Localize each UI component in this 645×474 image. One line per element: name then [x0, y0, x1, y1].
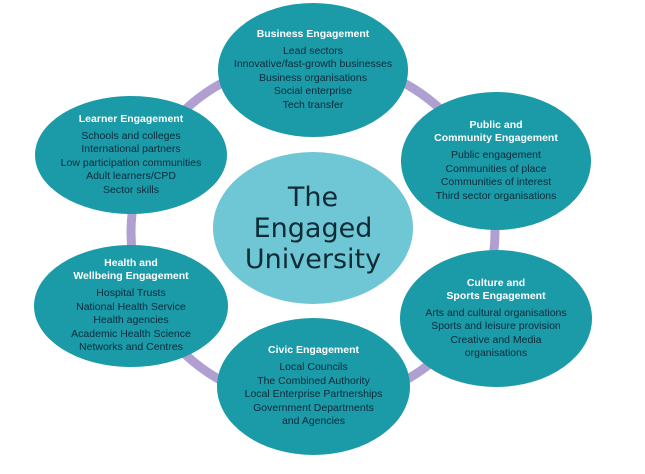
node-item: Public engagement: [451, 149, 541, 161]
node-title-line: Culture and: [466, 276, 526, 289]
node-title-line: Wellbeing Engagement: [73, 270, 189, 283]
node-item: Local Enterprise Partnerships: [244, 388, 383, 401]
node-item: Communities of interest: [440, 176, 552, 188]
node-item: Lead sectors: [282, 44, 344, 57]
node-title-line: Public and: [469, 119, 523, 131]
node-item: Sector skills: [102, 183, 159, 196]
node-civic-engagement: Civic Engagement Local Councils The Comb…: [217, 318, 410, 455]
node-title: Civic Engagement: [268, 344, 359, 357]
node-title: Learner Engagement: [79, 113, 183, 126]
node-item: National Health Service: [76, 300, 186, 313]
node-item: Academic Health Science: [71, 327, 191, 340]
node-item: Business organisations: [259, 71, 367, 84]
node-business-engagement: Business Engagement Lead sectors Innovat…: [218, 3, 408, 137]
node-title: Business Engagement: [257, 28, 370, 41]
center-title-line: Engaged: [253, 212, 373, 244]
node-item: Government Departments: [253, 401, 374, 414]
node-title-line: Business Engagement: [256, 27, 370, 40]
node-item: Arts and cultural organisations: [425, 306, 567, 319]
node-title-line: Community Engagement: [434, 132, 558, 144]
node-public-community-engagement: Public and Community Engagement Public e…: [401, 92, 591, 230]
center-title-line: The: [287, 181, 339, 213]
node-item: and Agencies: [281, 415, 346, 428]
node-learner-engagement: Learner Engagement Schools and colleges …: [35, 96, 227, 214]
node-item: Innovative/fast-growth businesses: [233, 58, 393, 71]
center-title-line: University: [244, 243, 382, 275]
node-title-line: Civic Engagement: [267, 344, 360, 357]
node-title-line: Health and: [104, 257, 158, 270]
node-title: Health and Wellbeing Engagement: [73, 257, 188, 283]
node-item: Local Councils: [279, 361, 348, 374]
node-item: Adult learners/CPD: [86, 170, 176, 183]
node-item: International partners: [81, 143, 181, 156]
center-ellipse-engaged-university: The Engaged University: [213, 152, 413, 304]
node-item: Networks and Centres: [79, 341, 183, 354]
node-title-line: Learner Engagement: [78, 112, 184, 125]
node-item: Low participation communities: [60, 156, 202, 169]
node-item: Communities of place: [445, 162, 547, 175]
node-title: Culture and Sports Engagement: [446, 277, 545, 303]
node-item: Health agencies: [93, 314, 169, 327]
node-title-line: Sports Engagement: [446, 289, 546, 302]
node-item: Schools and colleges: [81, 129, 181, 142]
node-culture-sports-engagement: Culture and Sports Engagement Arts and c…: [400, 250, 592, 387]
node-title: Public and Community Engagement: [434, 119, 558, 145]
node-item: Tech transfer: [282, 98, 344, 111]
node-item: Hospital Trusts: [96, 287, 166, 300]
node-item: The Combined Authority: [257, 374, 370, 387]
node-item: Third sector organisations: [435, 189, 557, 202]
node-item: Social enterprise: [273, 85, 353, 98]
node-item: Creative and Media: [450, 333, 542, 346]
node-item: organisations: [464, 347, 528, 359]
node-item: Sports and leisure provision: [431, 320, 561, 332]
node-health-wellbeing-engagement: Health and Wellbeing Engagement Hospital…: [34, 245, 228, 367]
